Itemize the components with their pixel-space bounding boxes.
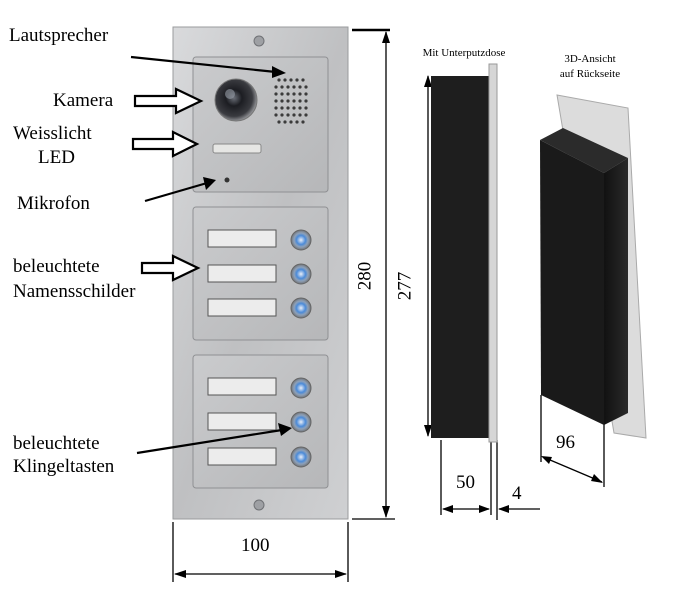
box-height-dimension: 277 bbox=[394, 271, 416, 301]
bell-button bbox=[290, 377, 312, 399]
name-plate bbox=[207, 264, 277, 283]
plate-thickness-dimension: 4 bbox=[512, 483, 522, 504]
hollow-arrows bbox=[131, 87, 204, 282]
bell-button bbox=[290, 297, 312, 319]
microphone-hole bbox=[224, 177, 230, 183]
rear-view-box-front bbox=[540, 140, 604, 425]
speaker-label: Lautsprecher bbox=[9, 25, 109, 46]
bell-button bbox=[290, 446, 312, 468]
panel-height-dimension: 280 bbox=[354, 261, 376, 291]
side-view-box bbox=[431, 76, 489, 438]
speaker-grille bbox=[274, 78, 308, 124]
box-width-dimension: 96 bbox=[556, 432, 575, 453]
dimension-lines bbox=[172, 28, 605, 582]
name-plates-label-line2: Namensschilder bbox=[13, 281, 136, 302]
white-led-bar bbox=[212, 143, 262, 154]
rear-view-box-side bbox=[604, 158, 628, 425]
bell-button bbox=[290, 263, 312, 285]
bell-buttons-label-line1: beleuchtete bbox=[13, 433, 100, 454]
rear-view-title-line2: auf Rückseite bbox=[559, 68, 621, 80]
bell-button bbox=[290, 411, 312, 433]
name-plate bbox=[207, 377, 277, 396]
bottom-screw bbox=[253, 499, 265, 511]
camera-lens bbox=[214, 78, 258, 122]
microphone-label: Mikrofon bbox=[17, 193, 90, 214]
name-plate bbox=[207, 298, 277, 317]
top-screw bbox=[253, 35, 265, 47]
panel-width-dimension: 100 bbox=[241, 535, 270, 556]
callout-lines bbox=[130, 55, 292, 455]
box-depth-dimension: 50 bbox=[456, 472, 475, 493]
white-led-label-line2: LED bbox=[38, 147, 75, 168]
name-plate bbox=[207, 447, 277, 466]
side-view-plate bbox=[488, 63, 498, 443]
bell-buttons-label-line2: Klingeltasten bbox=[13, 456, 115, 477]
name-plate bbox=[207, 229, 277, 248]
camera-label: Kamera bbox=[53, 90, 114, 111]
name-plates-label-line1: beleuchtete bbox=[13, 256, 100, 277]
rear-view-title-line1: 3D-Ansicht bbox=[564, 53, 616, 65]
bell-button bbox=[290, 229, 312, 251]
rear-view-box-top bbox=[540, 128, 628, 173]
side-view-title: Mit Unterputzdose bbox=[422, 47, 506, 59]
camera-module bbox=[192, 56, 329, 193]
name-plate bbox=[207, 412, 277, 431]
white-led-label-line1: Weisslicht bbox=[13, 123, 92, 144]
